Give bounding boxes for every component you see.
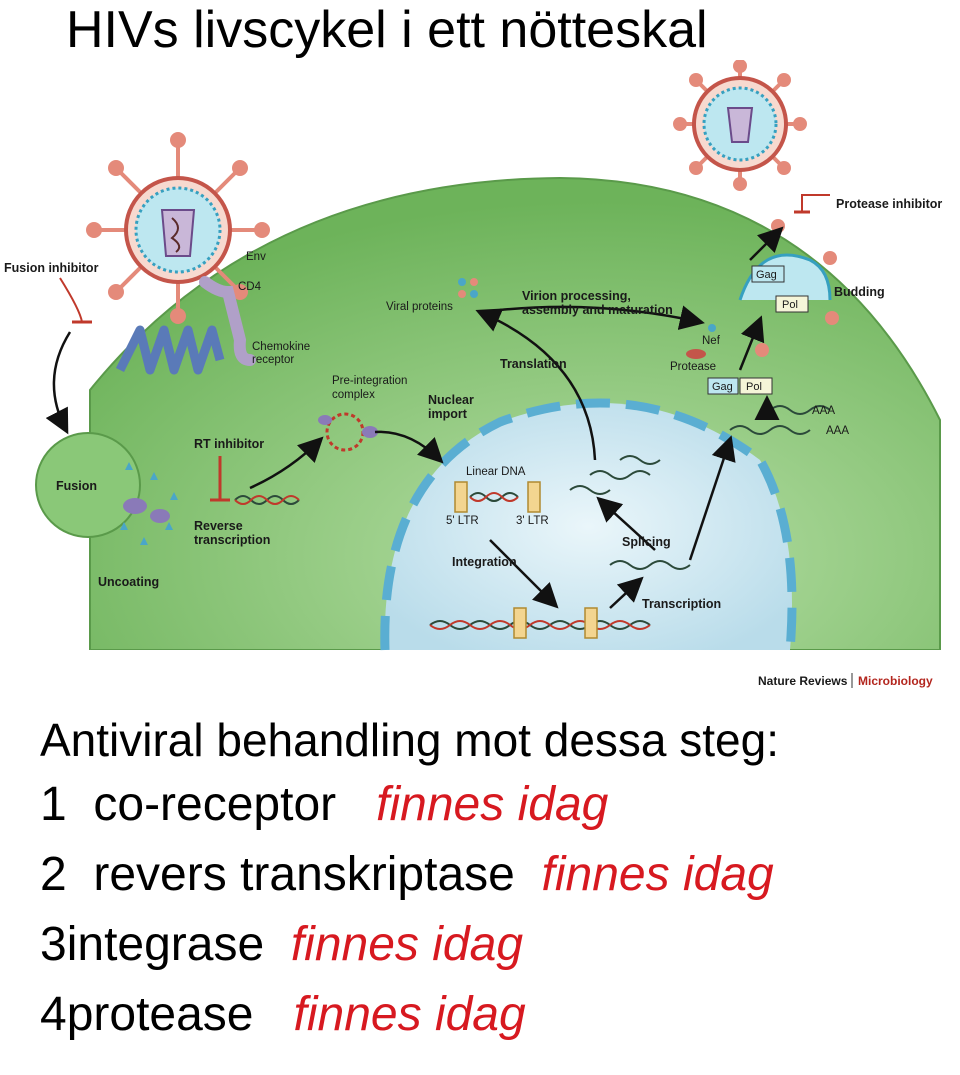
label-fusion-inhibitor: Fusion inhibitor (4, 261, 99, 275)
label-budding: Budding (834, 285, 885, 299)
label-fusion: Fusion (56, 479, 97, 493)
figure-credit: Nature Reviews Microbiology (758, 673, 933, 688)
label-pol-cytoplasm: Pol (746, 381, 762, 393)
pol-box-budding (775, 295, 809, 313)
label-env: Env (246, 251, 266, 263)
uncoating-debris (120, 462, 178, 545)
item-name: co-receptor (93, 778, 337, 831)
label-preintegration: Pre-integration (332, 375, 407, 387)
label-chemokine: Chemokine (252, 341, 310, 353)
label-receptor: receptor (252, 354, 294, 366)
label-reverse: Reverse (194, 519, 243, 533)
incoming-virion (86, 132, 270, 324)
cd4-receptor (199, 276, 256, 366)
slide-title: HIVs livscykel i ett nötteskal (66, 1, 708, 59)
protease-shape (686, 349, 706, 359)
label-nef: Nef (702, 335, 721, 347)
treatment-item: 4protease finnes idag (40, 980, 960, 1050)
credit-section: Microbiology (858, 674, 933, 688)
label-gag-cytoplasm: Gag (712, 381, 733, 393)
item-name: revers transkriptase (93, 848, 515, 901)
label-3-ltr: 3' LTR (516, 515, 549, 527)
item-number: 1 (40, 778, 67, 831)
label-import: import (428, 407, 468, 421)
dna-strands (234, 405, 831, 630)
treatment-heading: Antiviral behandling mot dessa steg: (40, 714, 779, 766)
label-aaa-2: AAA (826, 425, 849, 437)
protease-inhibitor-symbol (794, 194, 830, 214)
label-pol-budding: Pol (782, 299, 798, 311)
ltr-boxes (454, 481, 598, 639)
mature-virion (673, 60, 807, 191)
item-number: 4 (40, 988, 67, 1041)
rt-inhibitor-symbol (210, 456, 230, 502)
label-cd4: CD4 (238, 281, 262, 293)
item-number: 3 (40, 918, 67, 971)
item-name: protease (66, 988, 254, 1041)
label-rt-inhibitor: RT inhibitor (194, 437, 264, 451)
item-name: integrase (66, 918, 265, 971)
preintegration-complex-shape (318, 412, 378, 452)
treatment-list: Antiviral behandling mot dessa steg: 1 c… (40, 710, 960, 1050)
label-aaa-1: AAA (812, 405, 835, 417)
viral-proteins-dots (458, 278, 478, 298)
nucleus (380, 398, 797, 651)
pol-box-cytoplasm (739, 377, 773, 395)
label-5-ltr: 5' LTR (446, 515, 479, 527)
label-viral-proteins: Viral proteins (386, 301, 453, 313)
label-uncoating: Uncoating (98, 575, 159, 589)
item-status: finnes idag (290, 918, 524, 971)
treatment-item: 3integrase finnes idag (40, 910, 960, 980)
fusion-inhibitor-symbol (59, 277, 92, 324)
label-gag-budding: Gag (756, 269, 777, 281)
fusion-bulb (35, 432, 141, 538)
gag-box-cytoplasm (707, 377, 739, 395)
item-number: 2 (40, 848, 67, 901)
item-status: finnes idag (293, 988, 526, 1041)
label-linear-dna: Linear DNA (466, 466, 526, 478)
label-assembly: assembly and maturation (522, 303, 673, 317)
treatment-item: 2 revers transkriptase finnes idag (40, 840, 960, 910)
label-protease: Protease (670, 361, 716, 373)
item-status: finnes idag (541, 848, 774, 901)
treatment-item: 1 co-receptor finnes idag (40, 770, 960, 840)
label-complex: complex (332, 389, 375, 401)
item-status: finnes idag (376, 778, 609, 831)
nef-shape (708, 324, 716, 332)
label-transcription: Transcription (642, 597, 721, 611)
arrows (45, 226, 784, 609)
label-transcription-rt: transcription (194, 533, 270, 547)
budding-site (686, 219, 839, 395)
hiv-lifecycle-diagram: Fusion inhibitor Env CD4 Chemokine recep… (0, 60, 960, 700)
label-splicing: Splicing (622, 535, 671, 549)
label-translation: Translation (500, 357, 567, 371)
chemokine-receptor (115, 325, 225, 375)
credit-journal: Nature Reviews (758, 674, 848, 688)
label-virion-processing: Virion processing, (522, 289, 631, 303)
gag-box-budding (751, 265, 785, 283)
label-protease-inhibitor: Protease inhibitor (836, 197, 942, 211)
label-nuclear: Nuclear (428, 393, 474, 407)
label-integration: Integration (452, 555, 517, 569)
